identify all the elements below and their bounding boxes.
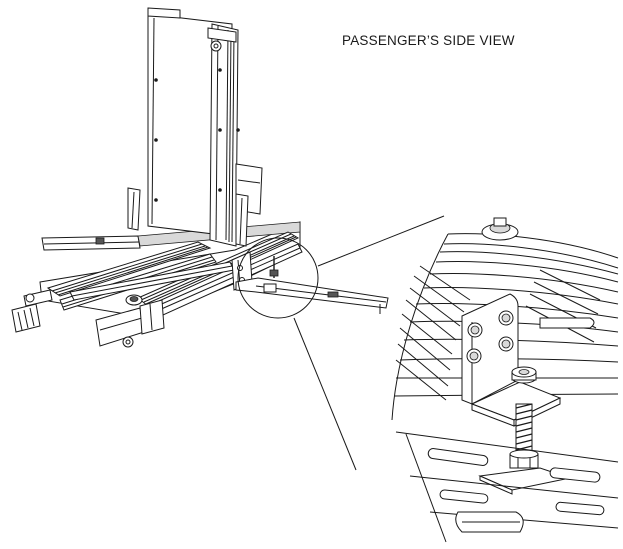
- tower-base-brackets: [127, 187, 249, 247]
- detail-rail-ribs: [395, 265, 601, 401]
- front-foot-bracket: [11, 289, 165, 348]
- detail-callout: [237, 215, 445, 471]
- detail-l-bracket: [461, 293, 519, 405]
- right-mounting-bar: [235, 277, 389, 314]
- vertical-tower: [147, 7, 240, 247]
- left-mounting-bar: [41, 235, 141, 251]
- seat-base-assembly: [11, 7, 389, 348]
- adjuster-bolt: [269, 256, 279, 278]
- motor-block: [125, 294, 143, 306]
- detail-bracket-flange: [470, 381, 562, 427]
- leader-line-top: [317, 215, 445, 267]
- view-label: PASSENGER’S SIDE VIEW: [342, 33, 515, 48]
- zoomed-detail: [391, 217, 619, 543]
- detail-bottom-foot: [455, 511, 524, 533]
- detail-top-knob: [481, 217, 519, 241]
- detail-floor-track: [395, 431, 619, 543]
- callout-circle: [237, 237, 319, 319]
- leader-line-bottom: [293, 317, 357, 471]
- detail-threaded-rod: [509, 366, 539, 469]
- detail-side-tab: [539, 317, 595, 329]
